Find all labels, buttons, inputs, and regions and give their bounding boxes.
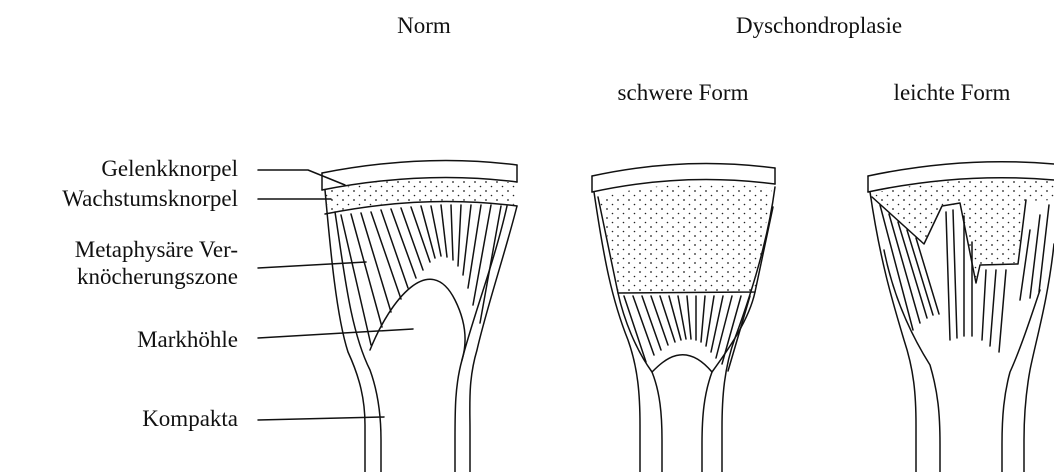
norm-articular-top [322,161,517,174]
schwere-lesion-dots [599,184,772,292]
schwere-marrow-outline [652,355,712,372]
norm-inner-right [455,206,507,472]
leader-gelenkknorpel [258,170,345,185]
leichte-outer-right [1024,244,1054,472]
leader-markhoehle [258,329,413,338]
leichte-outer-left [870,192,916,472]
norm-ossification-trabeculae [341,205,501,345]
norm-growth-plate-dots [323,179,516,214]
leader-metaphysaere [258,262,366,268]
leichte-inner-left [884,250,940,472]
schwere-articular-top [592,164,775,177]
leichte-inner-right [1002,290,1040,472]
leichte-articular-top [868,162,1054,176]
schwere-trabeculae [624,296,750,371]
